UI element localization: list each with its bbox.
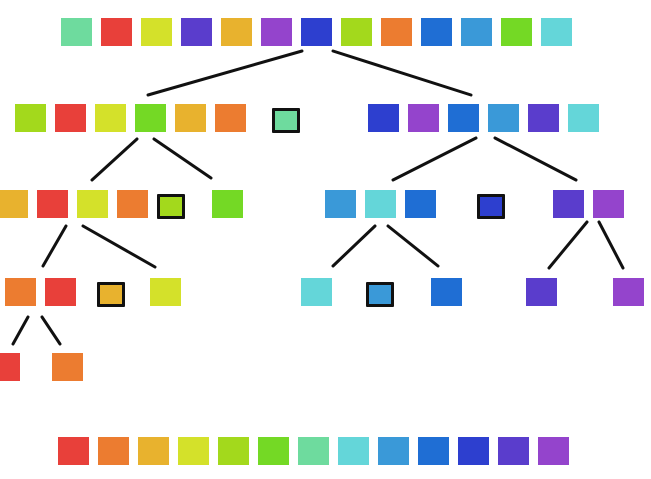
edge-l2-mid-left [331, 224, 377, 268]
node-cell-level3-a-2 [45, 278, 76, 306]
node-cell-level2-left-4 [117, 190, 148, 218]
pivot-cell-level2-right-pivot-1 [477, 194, 505, 219]
edge-l2-left-right [81, 224, 157, 269]
node-cell-level2-right-left-2 [365, 190, 396, 218]
node-cell-level2-right-right-2 [593, 190, 624, 218]
node-cell-level2-right-left-3 [405, 190, 436, 218]
input-cell-5 [221, 18, 252, 46]
node-cell-level1-left-1 [15, 104, 46, 132]
sorted-cell-6 [258, 437, 289, 465]
edge-l3-left-left [11, 315, 30, 346]
pivot-cell-level1-pivot-1 [272, 108, 300, 133]
node-cell-level1-left-3 [95, 104, 126, 132]
input-cell-8 [341, 18, 372, 46]
node-cell-level3-e-1 [526, 278, 557, 306]
node-cell-level1-left-6 [215, 104, 246, 132]
sorted-cell-1 [58, 437, 89, 465]
input-cell-10 [421, 18, 452, 46]
node-cell-level1-right-1 [368, 104, 399, 132]
sorted-cell-5 [218, 437, 249, 465]
edge-l1-left-right [152, 137, 213, 180]
edge-l1-right-right [493, 136, 578, 182]
node-cell-level1-left-2 [55, 104, 86, 132]
node-cell-level1-right-5 [528, 104, 559, 132]
pivot-cell-level3-c-pivot-1 [366, 282, 394, 307]
node-cell-level1-right-6 [568, 104, 599, 132]
edge-l3-left-right [40, 315, 62, 346]
input-cell-6 [261, 18, 292, 46]
node-cell-level4-a-1 [0, 353, 20, 381]
edge-l1-right-left [391, 136, 478, 182]
edge-l2-mid-right [386, 224, 440, 268]
sorted-cell-11 [458, 437, 489, 465]
node-cell-level3-f-1 [613, 278, 644, 306]
edge-l2-right-right [597, 220, 625, 270]
node-cell-level2-right-right-1 [553, 190, 584, 218]
node-cell-level3-b-1 [150, 278, 181, 306]
input-cell-13 [541, 18, 572, 46]
input-cell-12 [501, 18, 532, 46]
edge-l2-right-left [547, 220, 589, 270]
sorted-cell-13 [538, 437, 569, 465]
input-cell-11 [461, 18, 492, 46]
node-cell-level2-right-left-1 [325, 190, 356, 218]
node-cell-level1-left-5 [175, 104, 206, 132]
node-cell-level2-left-right-1 [212, 190, 243, 218]
edge-root-left [146, 49, 304, 97]
input-cell-7 [301, 18, 332, 46]
input-cell-2 [101, 18, 132, 46]
node-cell-level1-left-4 [135, 104, 166, 132]
node-cell-level2-left-1 [0, 190, 28, 218]
node-cell-level1-right-2 [408, 104, 439, 132]
node-cell-level1-right-3 [448, 104, 479, 132]
pivot-cell-level3-a-pivot-1 [97, 282, 125, 307]
sorted-cell-10 [418, 437, 449, 465]
node-cell-level1-right-4 [488, 104, 519, 132]
node-cell-level2-left-2 [37, 190, 68, 218]
sorted-cell-3 [138, 437, 169, 465]
input-cell-9 [381, 18, 412, 46]
node-cell-level3-c-1 [301, 278, 332, 306]
node-cell-level3-a-1 [5, 278, 36, 306]
sorted-cell-4 [178, 437, 209, 465]
pivot-cell-level2-left-pivot-1 [157, 194, 185, 219]
edge-l2-left-left [41, 224, 68, 268]
input-cell-1 [61, 18, 92, 46]
edge-root-right [331, 49, 473, 97]
node-cell-level2-left-3 [77, 190, 108, 218]
sorted-cell-9 [378, 437, 409, 465]
edge-l1-left-left [90, 137, 139, 182]
sorted-cell-7 [298, 437, 329, 465]
sorted-cell-8 [338, 437, 369, 465]
node-cell-level3-d-1 [431, 278, 462, 306]
input-cell-3 [141, 18, 172, 46]
input-cell-4 [181, 18, 212, 46]
sorted-cell-12 [498, 437, 529, 465]
sorted-cell-2 [98, 437, 129, 465]
node-cell-level4-b-1 [52, 353, 83, 381]
